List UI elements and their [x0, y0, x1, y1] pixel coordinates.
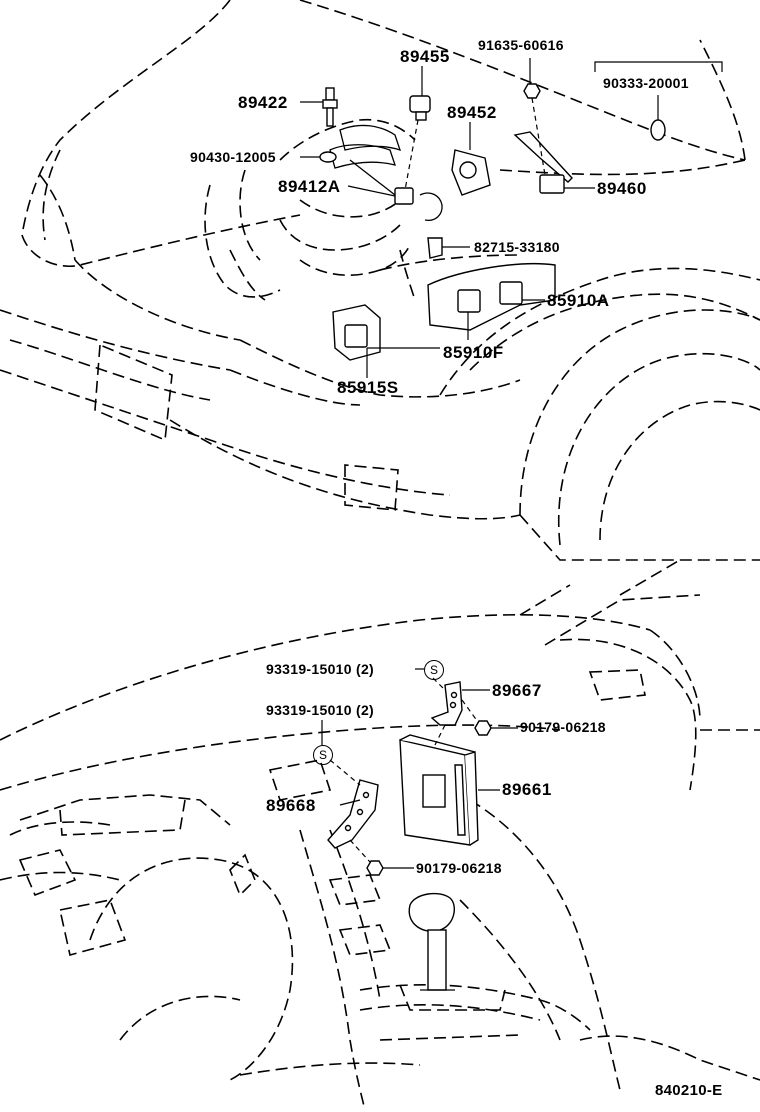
nut-91635: [523, 83, 541, 99]
sensor-89422: [322, 87, 338, 127]
washer-90430: [319, 151, 337, 163]
label-85915S: 85915S: [337, 378, 399, 397]
leaders-lower: [321, 668, 518, 869]
label-90333-20001: 90333-20001: [603, 75, 689, 91]
label-93319-15010-lower: 93319-15010 (2): [266, 702, 375, 718]
label-91635-60616: 91635-60616: [478, 37, 564, 53]
screw-symbol-upper: S: [424, 660, 444, 680]
nut-90179-upper: [474, 720, 492, 736]
screw-symbol-lower: S: [313, 745, 333, 765]
diagram-code: 840210-E: [655, 1082, 723, 1099]
label-89661: 89661: [502, 780, 552, 799]
label-89412A: 89412A: [278, 177, 341, 196]
bracket-89667: [430, 681, 463, 726]
bracket-89460: [513, 131, 573, 194]
sensor-89455: [409, 95, 431, 121]
sensor-89412A: [349, 159, 414, 205]
leaders-upper: [300, 58, 723, 378]
clip-82715: [427, 237, 443, 259]
label-93319-15010-upper: 93319-15010 (2): [266, 661, 375, 677]
engine-outline: [204, 118, 443, 301]
nut-90179-lower: [366, 860, 384, 876]
car-front-outline: [0, 0, 760, 561]
label-85910F: 85910F: [443, 343, 504, 362]
label-89667: 89667: [492, 681, 542, 700]
bracket-89668: [327, 779, 379, 849]
plug-90333: [650, 119, 666, 141]
label-89460: 89460: [597, 179, 647, 198]
ecu-89661: [399, 734, 479, 846]
sensor-89452: [451, 149, 491, 196]
relay-85910A: [499, 281, 523, 305]
label-85910A: 85910A: [547, 291, 610, 310]
label-90430-12005: 90430-12005: [190, 149, 276, 165]
shift-lever: [408, 892, 456, 991]
label-90179-06218-upper: 90179-06218: [520, 719, 606, 735]
label-82715-33180: 82715-33180: [474, 239, 560, 255]
label-89452: 89452: [447, 103, 497, 122]
label-89668: 89668: [266, 796, 316, 815]
label-89422: 89422: [238, 93, 288, 112]
relay-85915S: [332, 304, 381, 361]
label-90179-06218-lower: 90179-06218: [416, 860, 502, 876]
relay-box: [427, 263, 556, 331]
label-89455: 89455: [400, 47, 450, 66]
dashboard-outline: [0, 559, 760, 1111]
